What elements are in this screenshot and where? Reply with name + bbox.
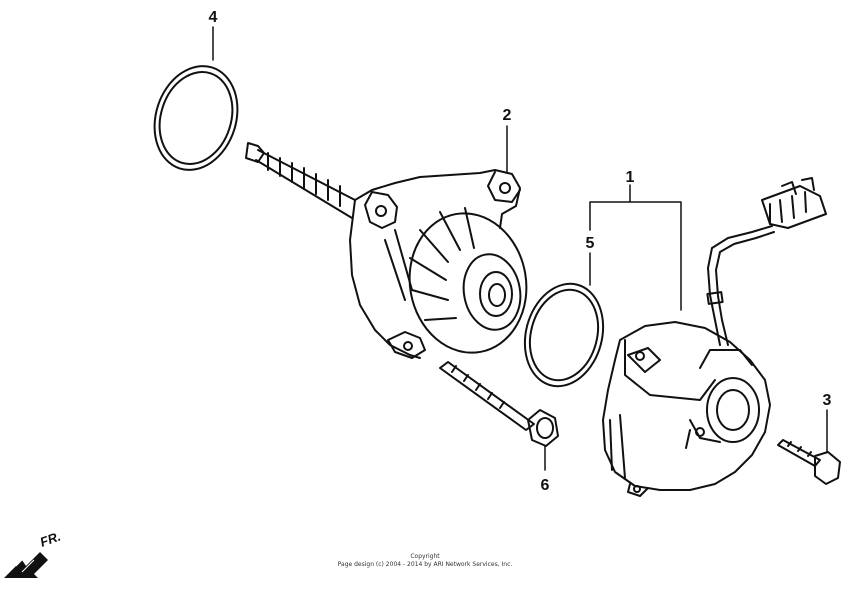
callout-2: 2 — [503, 107, 512, 124]
callout-1: 1 — [626, 169, 635, 186]
copyright-title: Copyright — [410, 553, 440, 560]
callout-6: 6 — [541, 477, 550, 494]
callout-4: 4 — [209, 9, 218, 26]
callout-3: 3 — [823, 392, 832, 409]
o-ring-small — [523, 282, 605, 388]
pump-body — [245, 142, 528, 359]
callout-5: 5 — [586, 235, 595, 252]
leader-bracket-1 — [589, 184, 682, 311]
front-direction-arrow — [4, 552, 48, 578]
long-bolt — [439, 361, 559, 447]
short-bolt — [777, 439, 841, 485]
o-ring-large — [153, 65, 239, 171]
front-direction-label: FR. — [38, 529, 63, 550]
copyright-notice: Page design (c) 2004 - 2014 by ARI Netwo… — [338, 561, 513, 568]
motor-assembly — [602, 177, 827, 497]
